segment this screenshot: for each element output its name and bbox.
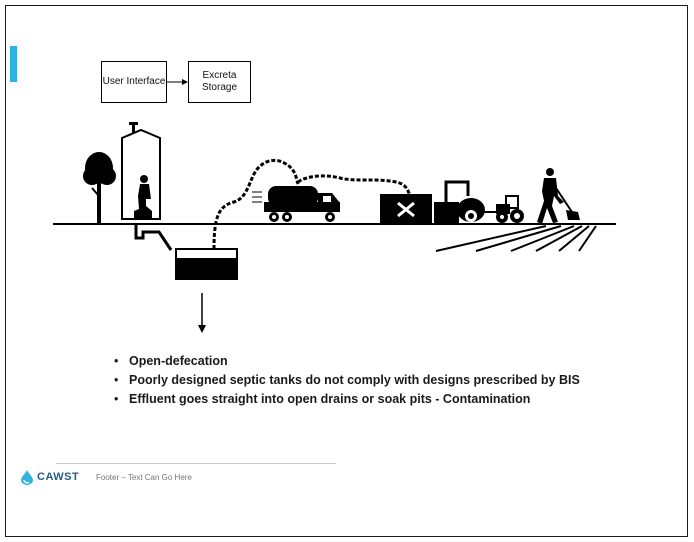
footer-divider xyxy=(56,463,336,464)
septic-tank-icon xyxy=(175,248,238,280)
treatment-plant-icon xyxy=(380,180,470,224)
bullet-list: Open-defecation Poorly designed septic t… xyxy=(114,352,580,409)
down-arrow xyxy=(198,293,206,333)
excreta-storage-box: Excreta Storage xyxy=(188,61,251,103)
emptying-hose xyxy=(212,158,300,250)
logo-text: CAWST xyxy=(37,471,80,483)
transfer-hose xyxy=(297,174,412,197)
water-drop-icon xyxy=(21,470,33,485)
tractor-icon xyxy=(457,195,524,223)
sanitation-chain-illustration xyxy=(53,79,616,333)
user-interface-box: User Interface xyxy=(101,61,167,103)
flow-arrow xyxy=(167,79,188,85)
excreta-storage-label: Excreta Storage xyxy=(201,70,238,93)
farmer-icon xyxy=(537,168,580,224)
bullet-item: Poorly designed septic tanks do not comp… xyxy=(114,371,580,390)
field-furrows xyxy=(435,225,597,252)
footer-text: Footer – Text Can Go Here xyxy=(96,473,192,482)
accent-bar xyxy=(10,46,17,82)
latrine-icon xyxy=(121,122,161,220)
latrine-pipe xyxy=(134,224,173,251)
bullet-item: Effluent goes straight into open drains … xyxy=(114,390,580,409)
user-interface-label: User Interface xyxy=(102,76,166,87)
slide: User Interface Excreta Storage xyxy=(5,5,688,537)
bullet-item: Open-defecation xyxy=(114,352,580,371)
vacuum-truck-icon xyxy=(252,186,340,222)
cawst-logo: CAWST xyxy=(20,469,79,485)
tree-icon xyxy=(83,152,116,224)
